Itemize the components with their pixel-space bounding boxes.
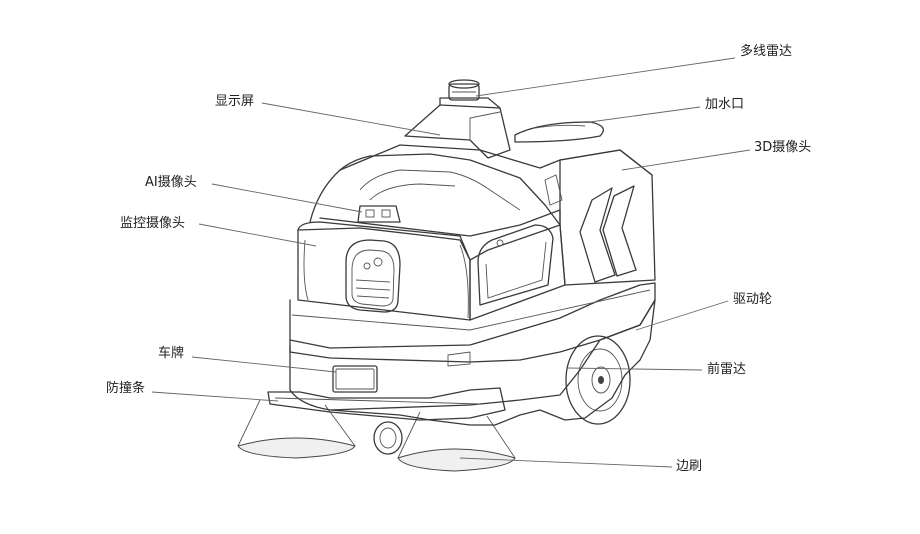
side-brush-left	[237, 399, 356, 459]
chevron-stripes	[579, 185, 637, 283]
label-bumper: 防撞条	[106, 381, 146, 396]
label-display: 显示屏	[215, 94, 255, 109]
water-inlet-cap	[514, 121, 604, 143]
label-ai-camera: AI摄像头	[145, 175, 197, 190]
label-side-brush: 边刷	[676, 459, 703, 474]
label-plate: 车牌	[158, 346, 185, 361]
label-drive-wheel: 驱动轮	[733, 292, 773, 307]
side-brush-right	[397, 411, 516, 472]
ai-camera	[357, 205, 401, 223]
drive-wheel	[565, 335, 631, 425]
front-wheel	[373, 421, 403, 455]
monitor-camera	[345, 239, 401, 313]
display-screen	[404, 97, 511, 159]
label-3d-camera: 3D摄像头	[754, 140, 812, 155]
label-monitor-camera: 监控摄像头	[120, 216, 186, 231]
lidar-unit	[448, 79, 480, 101]
license-plate	[332, 365, 378, 393]
label-front-radar: 前雷达	[707, 362, 747, 377]
label-lidar: 多线雷达	[740, 44, 793, 59]
label-water-inlet: 加水口	[705, 97, 745, 112]
leader-lines	[151, 57, 751, 468]
